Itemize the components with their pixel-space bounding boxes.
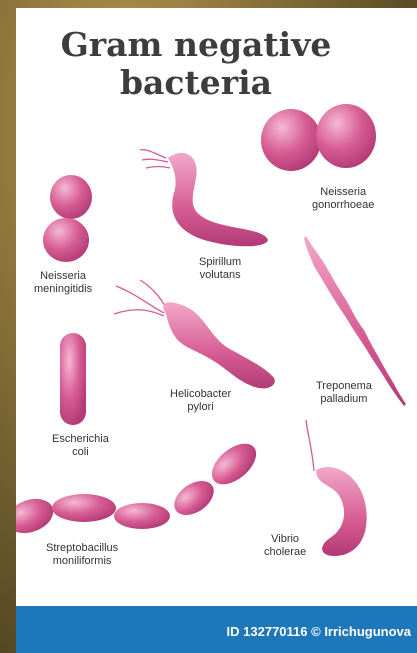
label-helicobacter-pylori: Helicobacter pylori: [170, 388, 231, 414]
bacteria-illustration: [16, 8, 417, 606]
label-vibrio-cholerae: Vibrio cholerae: [264, 533, 306, 559]
spirillum-volutans-shape: [140, 150, 268, 247]
label-neisseria-meningitidis: Neisseria meningitidis: [34, 270, 92, 296]
image-id-credit: ID 132770116 © Irrichugunova: [227, 624, 411, 639]
vibrio-cholerae-shape: [306, 420, 367, 556]
infographic-card: Gram negative bacteria: [16, 8, 417, 653]
label-streptobacillus-moniliformis: Streptobacillus moniliformis: [46, 542, 118, 568]
neisseria-gonorrhoeae-shape: [261, 104, 376, 171]
label-escherichia-coli: Escherichia coli: [52, 433, 109, 459]
escherichia-coli-shape: [60, 333, 86, 425]
label-spirillum-volutans: Spirillum volutans: [199, 256, 241, 282]
label-neisseria-gonorrhoeae: Neisseria gonorrhoeae: [312, 186, 374, 212]
neisseria-meningitidis-shape: [43, 175, 92, 262]
label-treponema-palladium: Treponema palladium: [316, 380, 372, 406]
footer-bar: ID 132770116 © Irrichugunova: [16, 606, 417, 653]
helicobacter-pylori-shape: [114, 280, 275, 388]
